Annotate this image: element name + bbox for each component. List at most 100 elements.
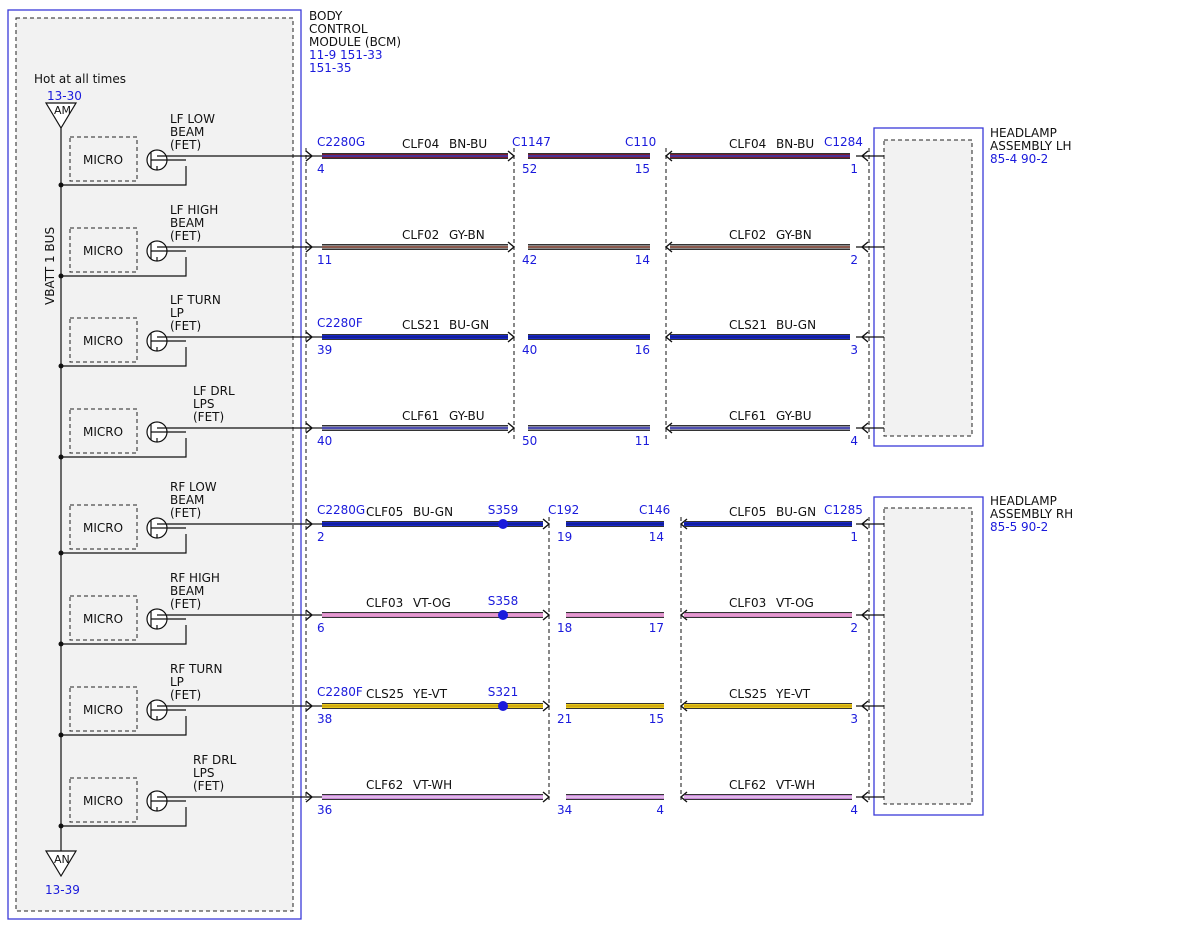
mid-out-pin-label[interactable]: 16 bbox=[635, 343, 650, 357]
headlamp-rh-inner bbox=[883, 507, 973, 805]
bcm-pin-label[interactable]: 2 bbox=[317, 530, 325, 544]
lamp-connector-label[interactable]: C1284 bbox=[824, 135, 863, 149]
fet-label-line-3: (FET) bbox=[170, 319, 201, 333]
micro-box bbox=[69, 686, 138, 732]
mid-out-pin-label[interactable]: 15 bbox=[649, 712, 664, 726]
lamp-pin-label[interactable]: 2 bbox=[850, 253, 858, 267]
mid-out-pin-label[interactable]: 15 bbox=[635, 162, 650, 176]
fet-label-line-2: LP bbox=[170, 306, 184, 320]
right-circuit-label: CLF61 bbox=[729, 409, 766, 423]
bcm-module-outline[interactable] bbox=[7, 9, 302, 920]
headlamp-lh-title-2: ASSEMBLY LH bbox=[990, 139, 1072, 153]
bcm-connector-label[interactable]: C2280G bbox=[317, 503, 365, 517]
left-color-label: BU-GN bbox=[413, 505, 453, 519]
mid-in-pin-label[interactable]: 52 bbox=[522, 162, 537, 176]
headlamp-rh-outline[interactable] bbox=[873, 496, 984, 816]
bus-tap-line bbox=[61, 716, 187, 736]
mid-out-pin-label[interactable]: 4 bbox=[656, 803, 664, 817]
fet-label-line-1: LF TURN bbox=[170, 293, 221, 307]
mid-in-pin-label[interactable]: 18 bbox=[557, 621, 572, 635]
lamp-pin-label[interactable]: 1 bbox=[850, 530, 858, 544]
mid-out-arrow-icon bbox=[664, 150, 673, 162]
mid-in-pin-label[interactable]: 19 bbox=[557, 530, 572, 544]
lamp-pin-label[interactable]: 1 bbox=[850, 162, 858, 176]
lamp-pin-label[interactable]: 4 bbox=[850, 434, 858, 448]
bcm-ref-line-2[interactable]: 151-35 bbox=[309, 61, 352, 75]
fet-label-line-3: (FET) bbox=[193, 410, 224, 424]
micro-box bbox=[69, 504, 138, 550]
fuse-an-ref[interactable]: 13-39 bbox=[45, 883, 80, 897]
splice-dot[interactable] bbox=[498, 610, 508, 620]
left-circuit-label: CLF03 bbox=[366, 596, 403, 610]
right-circuit-label: CLS25 bbox=[729, 687, 767, 701]
mid-out-pin-label[interactable]: 14 bbox=[635, 253, 650, 267]
mid-out-arrow-icon bbox=[679, 700, 688, 712]
left-color-label: YE-VT bbox=[412, 687, 448, 701]
micro-box bbox=[69, 136, 138, 182]
bcm-connector-label[interactable]: C2280F bbox=[317, 316, 363, 330]
lamp-pin-label[interactable]: 3 bbox=[850, 712, 858, 726]
headlamp-lh-ref[interactable]: 85-4 90-2 bbox=[990, 152, 1048, 166]
micro-label: MICRO bbox=[83, 244, 123, 258]
bcm-pin-label[interactable]: 11 bbox=[317, 253, 332, 267]
fuse-am-label: AM bbox=[54, 104, 71, 117]
mid-in-connector-label[interactable]: C1147 bbox=[512, 135, 551, 149]
micro-label: MICRO bbox=[83, 334, 123, 348]
lamp-pin-label[interactable]: 3 bbox=[850, 343, 858, 357]
bcm-ref-line-1[interactable]: 11-9 151-33 bbox=[309, 48, 383, 62]
mid-out-pin-label[interactable]: 11 bbox=[635, 434, 650, 448]
left-circuit-label: CLS21 bbox=[402, 318, 440, 332]
bcm-pin-label[interactable]: 4 bbox=[317, 162, 325, 176]
headlamp-lh-outline[interactable] bbox=[873, 127, 984, 447]
bus-tap-line bbox=[61, 438, 187, 458]
lamp-connector-label[interactable]: C1285 bbox=[824, 503, 863, 517]
fuse-am-ref[interactable]: 13-30 bbox=[47, 89, 82, 103]
mid-in-arrow-icon bbox=[507, 150, 516, 162]
bcm-connector-label[interactable]: C2280G bbox=[317, 135, 365, 149]
right-circuit-label: CLS21 bbox=[729, 318, 767, 332]
mid-in-arrow-icon bbox=[507, 331, 516, 343]
bcm-title-line-3: MODULE (BCM) bbox=[309, 35, 401, 49]
splice-label[interactable]: S359 bbox=[488, 503, 519, 517]
bcm-pin-label[interactable]: 36 bbox=[317, 803, 332, 817]
left-color-label: BN-BU bbox=[449, 137, 487, 151]
mid-in-pin-label[interactable]: 40 bbox=[522, 343, 537, 357]
headlamp-rh-ref[interactable]: 85-5 90-2 bbox=[990, 520, 1048, 534]
mid-in-arrow-icon bbox=[542, 700, 551, 712]
mid-in-connector-label[interactable]: C192 bbox=[548, 503, 579, 517]
splice-label[interactable]: S358 bbox=[488, 594, 519, 608]
mid-out-pin-label[interactable]: 17 bbox=[649, 621, 664, 635]
left-circuit-label: CLS25 bbox=[366, 687, 404, 701]
right-circuit-label: CLF03 bbox=[729, 596, 766, 610]
lamp-pin-label[interactable]: 4 bbox=[850, 803, 858, 817]
fet-label-line-2: BEAM bbox=[170, 125, 204, 139]
mid-out-connector-label[interactable]: C146 bbox=[639, 503, 670, 517]
mid-in-pin-label[interactable]: 21 bbox=[557, 712, 572, 726]
mid-in-pin-label[interactable]: 42 bbox=[522, 253, 537, 267]
bcm-connector-label[interactable]: C2280F bbox=[317, 685, 363, 699]
bcm-pin-label[interactable]: 38 bbox=[317, 712, 332, 726]
micro-label: MICRO bbox=[83, 703, 123, 717]
fet-label-line-1: LF DRL bbox=[193, 384, 235, 398]
mid-in-pin-label[interactable]: 50 bbox=[522, 434, 537, 448]
right-color-label: VT-WH bbox=[776, 778, 815, 792]
mid-in-arrow-icon bbox=[542, 791, 551, 803]
mid-out-pin-label[interactable]: 14 bbox=[649, 530, 664, 544]
micro-label: MICRO bbox=[83, 425, 123, 439]
bcm-pin-label[interactable]: 40 bbox=[317, 434, 332, 448]
bus-tap-line bbox=[61, 347, 187, 367]
micro-box bbox=[69, 317, 138, 363]
bcm-pin-label[interactable]: 6 bbox=[317, 621, 325, 635]
lamp-pin-label[interactable]: 2 bbox=[850, 621, 858, 635]
splice-dot[interactable] bbox=[498, 701, 508, 711]
fet-label-line-2: LPS bbox=[193, 766, 215, 780]
splice-dot[interactable] bbox=[498, 519, 508, 529]
mid-in-pin-label[interactable]: 34 bbox=[557, 803, 572, 817]
fet-label-line-3: (FET) bbox=[193, 779, 224, 793]
mid-out-connector-label[interactable]: C110 bbox=[625, 135, 656, 149]
mid-out-arrow-icon bbox=[679, 791, 688, 803]
splice-label[interactable]: S321 bbox=[488, 685, 519, 699]
bcm-pin-label[interactable]: 39 bbox=[317, 343, 332, 357]
